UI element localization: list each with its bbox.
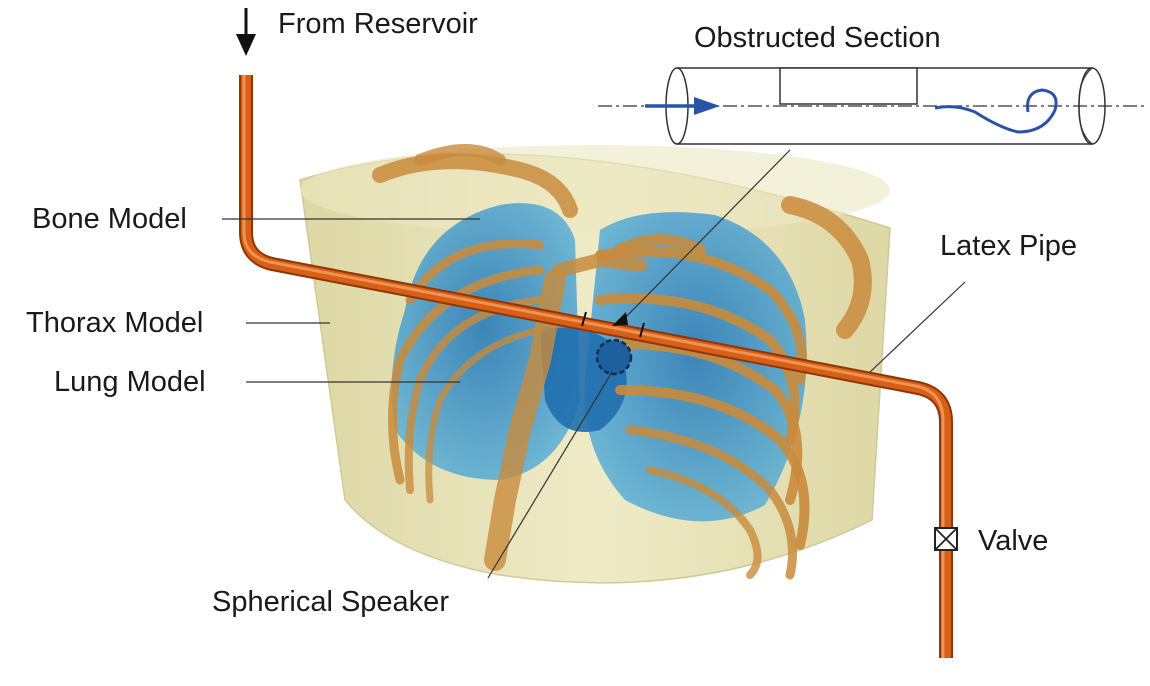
valve-label: Valve bbox=[978, 527, 1048, 556]
thorax-model-label: Thorax Model bbox=[26, 309, 203, 338]
spherical-speaker-label: Spherical Speaker bbox=[212, 588, 449, 617]
vortex-flow bbox=[935, 90, 1056, 132]
valve-symbol bbox=[935, 528, 957, 550]
latex-pipe-label: Latex Pipe bbox=[940, 232, 1077, 261]
obstructed-section-label: Obstructed Section bbox=[694, 24, 941, 53]
obstructed-section-inset bbox=[598, 68, 1146, 144]
lung-model-label: Lung Model bbox=[54, 368, 206, 397]
from-reservoir-label: From Reservoir bbox=[278, 10, 478, 39]
reservoir-arrow bbox=[236, 8, 256, 56]
bone-model-label: Bone Model bbox=[32, 205, 187, 234]
spherical-speaker bbox=[597, 340, 631, 374]
